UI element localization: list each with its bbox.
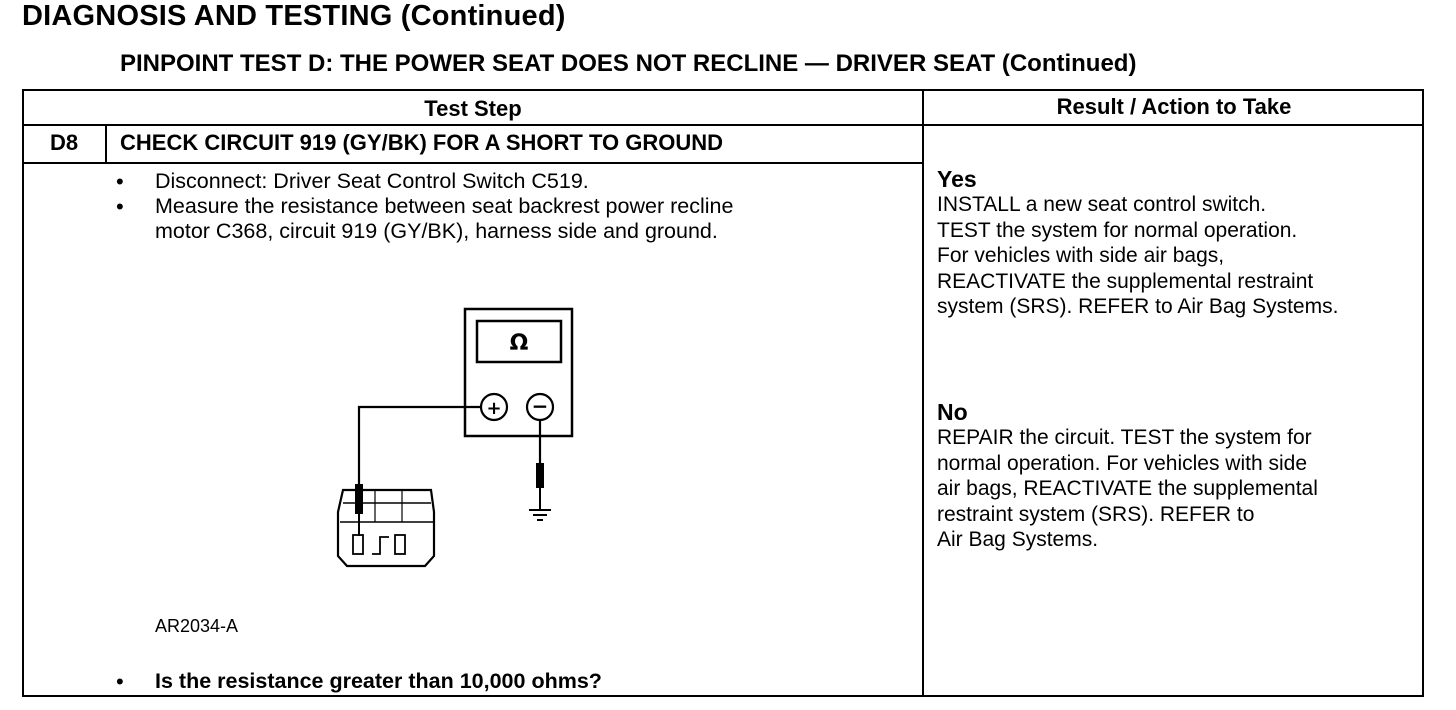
ohm-symbol: Ω	[510, 331, 529, 356]
result-line: For vehicles with side air bags,	[937, 244, 1225, 267]
connector-c368-icon	[336, 488, 436, 568]
result-yes-action: INSTALL a new seat control switch. TEST …	[937, 192, 1417, 320]
negative-probe	[536, 463, 544, 488]
meter-body	[463, 307, 574, 438]
plus-symbol: +	[486, 398, 501, 419]
positive-probe	[355, 484, 363, 514]
result-no-action: REPAIR the circuit. TEST the system for …	[937, 425, 1417, 553]
ground-icon	[529, 509, 551, 521]
step-title: CHECK CIRCUIT 919 (GY/BK) FOR A SHORT TO…	[120, 130, 723, 155]
step-question: Is the resistance greater than 10,000 oh…	[155, 669, 602, 693]
bullet-symbol: •	[116, 194, 124, 219]
positive-lead	[357, 405, 481, 487]
result-line: REPAIR the circuit. TEST the system for	[937, 426, 1312, 449]
result-line: restraint system (SRS). REFER to	[937, 502, 1255, 526]
header-divider	[22, 124, 1424, 126]
figure-label: AR2034-A	[155, 616, 239, 636]
header-test-step: Test Step	[424, 96, 522, 121]
step-id: D8	[49, 130, 79, 155]
bullet-measure: Measure the resistance between seat back…	[155, 194, 733, 244]
result-line: system (SRS). REFER to Air Bag Systems.	[937, 295, 1339, 318]
result-line: Air Bag Systems.	[937, 528, 1099, 551]
step-id-divider	[105, 124, 107, 164]
meter-display	[475, 319, 563, 364]
result-line: normal operation. For vehicles with side	[937, 451, 1308, 475]
result-line: TEST the system for normal operation.	[937, 218, 1298, 242]
result-line: REACTIVATE the supplemental restraint	[937, 269, 1314, 293]
minus-symbol: −	[532, 394, 549, 418]
bullet-symbol: •	[116, 669, 124, 694]
result-no-heading: No	[937, 399, 968, 425]
column-divider	[922, 89, 924, 697]
pinpoint-test-subtitle: PINPOINT TEST D: THE POWER SEAT DOES NOT…	[120, 50, 1137, 77]
bullet-disconnect: Disconnect: Driver Seat Control Switch C…	[155, 169, 589, 194]
bullet-symbol: •	[116, 169, 124, 194]
result-yes-heading: Yes	[937, 166, 977, 192]
page-title: DIAGNOSIS AND TESTING (Continued)	[22, 0, 566, 32]
bullet-line: Disconnect: Driver Seat Control Switch C…	[155, 169, 589, 193]
header-result-action: Result / Action to Take	[1056, 94, 1292, 119]
test-table	[22, 89, 1424, 697]
bullet-line: Measure the resistance between seat back…	[155, 194, 734, 218]
step-title-divider	[22, 162, 924, 164]
bullet-line: motor C368, circuit 919 (GY/BK), harness…	[155, 219, 718, 243]
result-line: INSTALL a new seat control switch.	[937, 193, 1267, 216]
result-line: air bags, REACTIVATE the supplemental	[937, 477, 1318, 500]
